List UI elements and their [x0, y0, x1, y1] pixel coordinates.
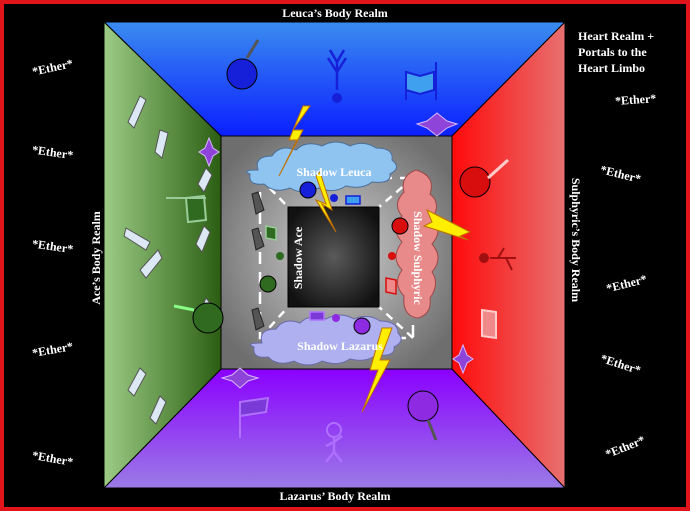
lightning-bolt-inner — [314, 171, 337, 233]
ace-realm-title: Ace’s Body Realm — [89, 211, 103, 305]
shadow-crystals — [251, 191, 265, 331]
lazarus-face-icon — [407, 390, 439, 422]
leuca-face-icon — [226, 58, 258, 90]
shadow-ace-label: Shadow Ace — [291, 226, 305, 289]
lightning-bolt-top — [278, 105, 311, 177]
heart-realm-title-line1: Heart Realm + — [578, 29, 654, 43]
leuca-realm-title: Leuca’s Body Realm — [282, 6, 388, 20]
ether-label: *Ether* — [615, 91, 657, 108]
shadow-leuca-cloud — [245, 141, 397, 193]
sulphyric-realm-title: Sulphyric’s Body Realm — [569, 178, 583, 302]
sparkle-icon — [220, 367, 260, 389]
ace-face-icon — [192, 302, 224, 334]
sulphyric-stick-figure-icon — [490, 247, 516, 271]
sparkle-icon — [452, 343, 474, 375]
shadow-ace-face-icon — [259, 275, 277, 293]
shadow-lazarus-label: Shadow Lazarus — [297, 339, 383, 353]
ether-label: *Ether* — [31, 143, 74, 163]
heart-realm-title-line3: Heart Limbo — [578, 61, 645, 75]
shadow-leuca-face-icon — [299, 181, 317, 199]
lazarus-stick-figure-icon — [325, 435, 343, 463]
sparkle-icon — [198, 136, 220, 168]
heart-realm-title-line2: Portals to the — [578, 45, 647, 59]
lightning-bolt-right — [422, 208, 472, 241]
shadow-sulphyric-label: Shadow Sulphyric — [411, 211, 425, 305]
shadow-lazarus-face-icon — [353, 317, 371, 335]
shadow-sulphyric-face-icon — [391, 217, 409, 235]
sparkle-icon — [415, 112, 459, 137]
leuca-flag-icon — [405, 70, 435, 100]
lazarus-flag-icon — [239, 396, 270, 418]
leuca-stick-figure-icon — [326, 49, 348, 90]
sulphyric-flag-icon — [481, 308, 497, 340]
shadow-leuca-label: Shadow Leuca — [296, 165, 371, 179]
ether-label: *Ether* — [31, 237, 74, 257]
lightning-bolt-bottom — [361, 327, 393, 413]
sulphyric-face-icon — [459, 166, 491, 198]
crystal-shards — [123, 95, 213, 425]
shadow-core — [287, 206, 380, 308]
lazarus-realm-title: Lazarus’ Body Realm — [279, 489, 390, 503]
ace-flag-icon — [184, 194, 208, 224]
